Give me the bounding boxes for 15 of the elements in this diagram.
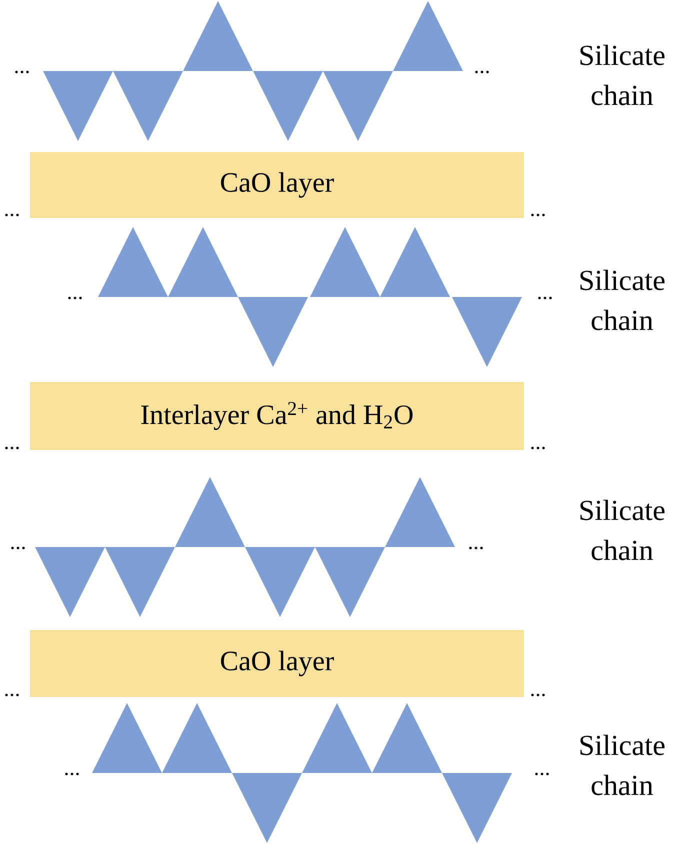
chain-label: Silicate chain — [580, 270, 664, 330]
layer-band: CaO layer — [30, 152, 524, 218]
ellipsis: ... — [469, 546, 483, 550]
ellipsis: ... — [535, 772, 549, 776]
chain-label: Silicate chain — [580, 44, 664, 106]
layer-band: Interlayer Ca$^{2+}$ and H$_{2}$O — [30, 382, 524, 450]
chain-label: Silicate chain — [580, 734, 664, 796]
ellipsis: ... — [65, 772, 79, 776]
layer-band: CaO layer — [30, 630, 524, 697]
ellipsis: ... — [68, 296, 82, 300]
ellipsis: ... — [11, 546, 25, 550]
chain-label: Silicate chain — [580, 500, 664, 560]
ellipsis: ... — [475, 70, 489, 74]
ellipsis: ... — [15, 70, 29, 74]
ellipsis: ... — [538, 296, 552, 300]
